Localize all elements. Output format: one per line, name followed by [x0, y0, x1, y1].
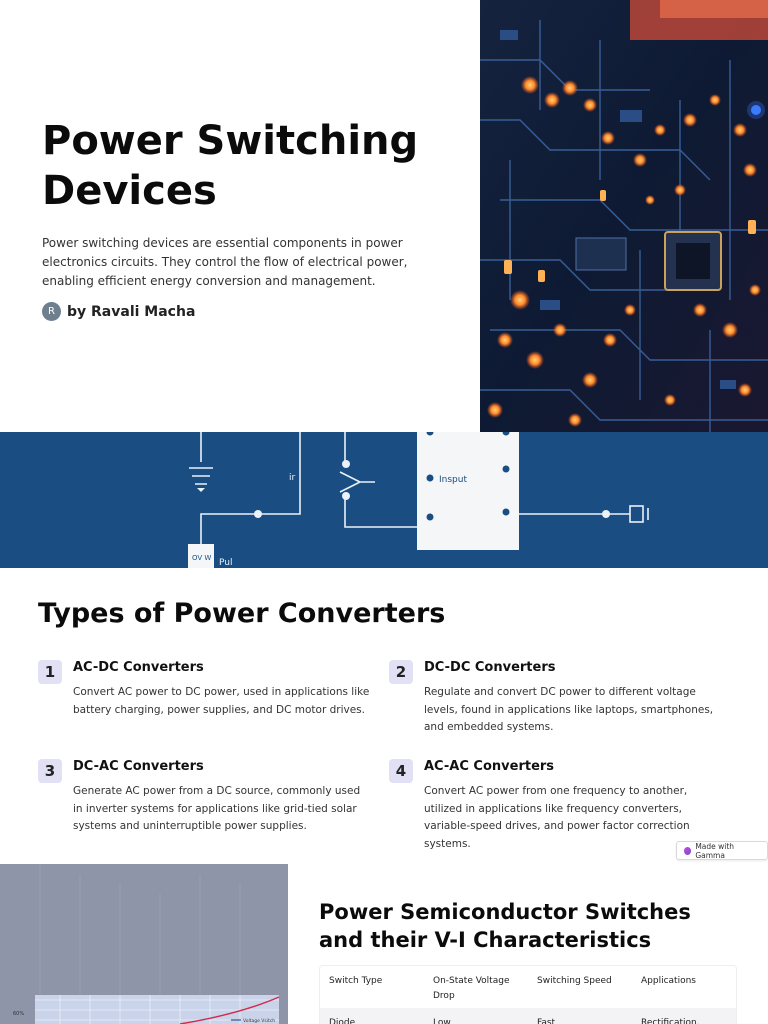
- semiconductor-slide: 60% Voltage Vsitch Power Semiconductor S…: [0, 864, 768, 1024]
- converter-description: Generate AC power from a DC source, comm…: [73, 785, 361, 832]
- avatar: R: [42, 302, 61, 321]
- title-slide: Power Switching Devices Power switching …: [0, 0, 768, 432]
- badge-label: Made with Gamma: [695, 841, 735, 860]
- column-header: Switching Speed: [537, 976, 612, 986]
- table-cell: Diode: [329, 1018, 356, 1024]
- step-number: 2: [389, 660, 413, 684]
- converter-title: AC-AC Converters: [424, 759, 555, 774]
- column-header: On-State Voltage Drop: [433, 976, 510, 1001]
- converter-description: Convert AC power to DC power, used in ap…: [73, 686, 370, 716]
- types-slide: Types of Power Converters 1 AC-DC Conver…: [0, 568, 768, 864]
- converter-title: AC-DC Converters: [73, 660, 204, 675]
- author-byline: R by Ravali Macha: [42, 302, 195, 321]
- graph-tick-label: 60%: [13, 1011, 24, 1017]
- circuit-ir-label: ir: [289, 473, 296, 483]
- converter-title: DC-DC Converters: [424, 660, 556, 675]
- table-header: Switch Type On-State Voltage Drop Switch…: [320, 966, 736, 1008]
- graph-legend-label: Voltage Vsitch: [243, 1018, 275, 1024]
- converter-title: DC-AC Converters: [73, 759, 204, 774]
- step-number: 4: [389, 759, 413, 783]
- section-title: Types of Power Converters: [38, 598, 446, 629]
- circuit-input-label: Insput: [439, 475, 467, 485]
- title-description: Power switching devices are essential co…: [42, 236, 408, 288]
- table-cell: Fast: [537, 1018, 556, 1024]
- gamma-logo-icon: [684, 846, 692, 855]
- semiconductor-title: Power Semiconductor Switches and their V…: [319, 900, 691, 952]
- table-cell: Low: [433, 1018, 451, 1024]
- circuit-box-label: OV W: [192, 554, 211, 562]
- page-title: Power Switching Devices: [42, 118, 419, 214]
- switch-table: Switch Type On-State Voltage Drop Switch…: [319, 965, 737, 1024]
- table-row: Diode Low Fast Rectification,: [320, 1008, 736, 1024]
- converter-description: Convert AC power from one frequency to a…: [424, 785, 690, 850]
- column-header: Switch Type: [329, 976, 383, 986]
- table-cell: Rectification,: [641, 1018, 700, 1024]
- vi-graph-image: 60% Voltage Vsitch: [0, 864, 288, 1024]
- step-number: 3: [38, 759, 62, 783]
- circuit-diagram-image: Insput ir Pul OV W: [0, 432, 768, 568]
- column-header: Applications: [641, 976, 696, 986]
- circuit-pul-label: Pul: [219, 558, 232, 568]
- step-number: 1: [38, 660, 62, 684]
- author-name: by Ravali Macha: [67, 303, 196, 320]
- converter-description: Regulate and convert DC power to differe…: [424, 686, 714, 733]
- circuit-board-image: [480, 0, 768, 432]
- made-with-gamma-badge[interactable]: Made with Gamma: [676, 841, 768, 860]
